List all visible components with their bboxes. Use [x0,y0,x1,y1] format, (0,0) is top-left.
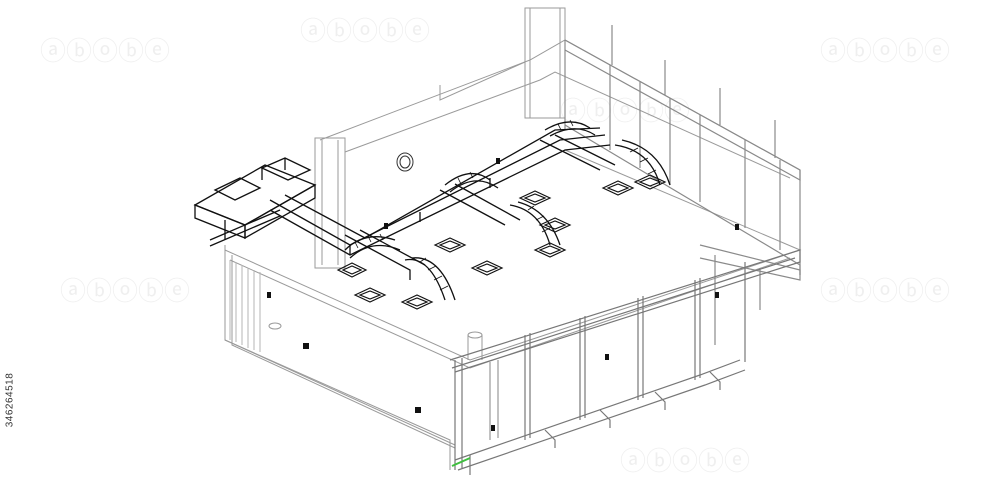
outlet-box [303,343,309,349]
left-column [314,137,346,269]
outlet-box [715,292,719,298]
front-left-wall [224,250,456,446]
outlet-box [496,158,500,164]
outlet-box [605,354,609,360]
round-vent [396,152,414,172]
diffuser [533,242,567,258]
diffuser [538,217,572,233]
watermark-text: ⓐⓑⓞⓑⓔ [60,277,190,307]
outlet-box [415,407,421,413]
outlet-box [267,292,271,298]
ground-marker [451,457,471,467]
outlet-box [735,224,739,230]
back-wall-top-inner [344,71,791,179]
outlet-box [491,425,495,431]
ceiling-diffusers [336,174,667,310]
diffuser [601,180,635,196]
duct-elbow [344,121,671,301]
watermark-text: ⓐⓑⓞⓑⓔ [820,37,950,67]
diffuser [336,262,368,278]
back-corner-column [524,7,566,119]
curtain-wall-front [449,249,801,475]
branch-duct [344,134,616,280]
curtain-wall-right [564,25,801,345]
floor-outline [224,149,802,361]
watermark-text: ⓐⓑⓞⓑⓔ [560,97,690,127]
upper-left-wall [439,61,526,101]
ductwork [193,119,671,301]
floor-drain [268,322,282,330]
diffuser [470,260,504,276]
watermark-layer: ⓐⓑⓞⓑⓔ ⓐⓑⓞⓑⓔ ⓐⓑⓞⓑⓔ ⓐⓑⓞⓑⓔ ⓐⓑⓞⓑⓔ ⓐⓑⓞⓑⓔ ⓐⓑⓞⓑ… [40,17,950,477]
building-shell [224,7,802,470]
floor-drain [467,331,483,339]
diffuser [353,287,387,303]
front-wall-top-rail [449,249,801,373]
air-handling-unit [193,157,317,247]
watermark-text: ⓐⓑⓞⓑⓔ [820,277,950,307]
main-supply-duct [269,127,611,256]
diffuser [518,190,552,206]
diffuser [433,237,467,253]
watermark-text: ⓐⓑⓞⓑⓔ [300,17,430,47]
diffuser [633,174,667,190]
watermark-text: ⓐⓑⓞⓑⓔ [620,447,750,477]
watermark-text: ⓐⓑⓞⓑⓔ [40,37,170,67]
diffuser [400,294,434,310]
